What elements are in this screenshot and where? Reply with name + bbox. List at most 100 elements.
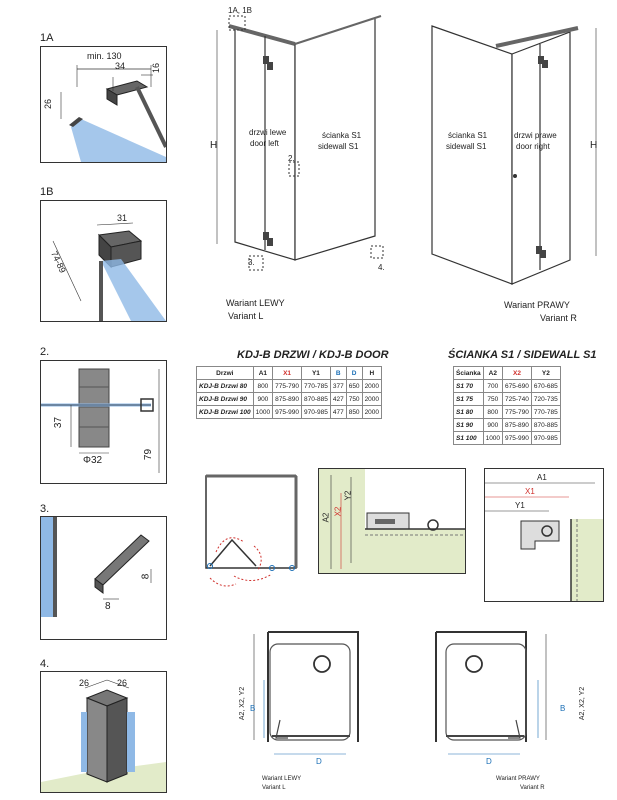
plan-right bbox=[435, 631, 547, 755]
detail-3-box: 8 8 bbox=[40, 516, 167, 640]
table-cell: S1 90 bbox=[453, 418, 484, 432]
door_table-header-cell: B bbox=[329, 366, 347, 380]
dim-31: 31 bbox=[117, 213, 128, 223]
plan-right-b-label: B bbox=[560, 704, 566, 713]
table-cell: 1000 bbox=[482, 431, 504, 445]
detail-1b-box: 31 74-89 bbox=[40, 200, 167, 322]
detail-1a-box: min. 130 34 16 26 bbox=[40, 46, 167, 163]
dim-x2: X2 bbox=[333, 506, 343, 517]
dim-x1: X1 bbox=[525, 487, 535, 496]
door-table-title: KDJ-B DRZWI / KDJ-B DOOR bbox=[237, 349, 389, 361]
table-cell: 970-985 bbox=[300, 405, 331, 419]
callout-2: 2. bbox=[288, 154, 295, 163]
dim-a1: A1 bbox=[537, 473, 547, 482]
table-cell: S1 75 bbox=[453, 392, 484, 406]
plan-left bbox=[253, 631, 359, 755]
table-cell: KDJ-B Drzwi 80 bbox=[196, 379, 254, 393]
table-cell: 900 bbox=[482, 418, 504, 432]
table-cell: 775-790 bbox=[502, 405, 532, 419]
table-cell: 970-985 bbox=[530, 431, 561, 445]
plan-right-variant-en: Variant R bbox=[520, 785, 545, 791]
right-variant-pl: Wariant PRAWY bbox=[504, 300, 570, 310]
dim-min-130: min. 130 bbox=[87, 51, 122, 61]
dim-phi-32: Φ32 bbox=[83, 455, 103, 466]
left-height-label: H bbox=[210, 140, 218, 151]
detail-1a-drawing bbox=[60, 65, 166, 162]
dim-8-height: 8 bbox=[140, 573, 152, 580]
table-cell: 750 bbox=[482, 392, 504, 406]
swing-plan bbox=[205, 474, 298, 587]
plan-left-a-label: A2, X2, Y2 bbox=[239, 686, 247, 721]
door_table-header-cell: D bbox=[345, 366, 363, 380]
detail-section-left: A2 X2 Y2 bbox=[318, 468, 466, 574]
door_table-header-cell: Y1 bbox=[300, 366, 331, 380]
dim-26-right: 26 bbox=[117, 678, 128, 688]
dim-16: 16 bbox=[151, 62, 162, 74]
table-cell: 800 bbox=[252, 379, 274, 393]
table-cell: S1 70 bbox=[453, 379, 484, 393]
table-cell: 2000 bbox=[361, 392, 383, 406]
dim-a2: A2 bbox=[321, 512, 331, 523]
table-cell: 875-890 bbox=[502, 418, 532, 432]
table-cell: 2000 bbox=[361, 405, 383, 419]
right-sidewall-label-pl: ścianka S1 bbox=[448, 131, 488, 140]
table-cell: 720-735 bbox=[530, 392, 561, 406]
table-cell: 870-885 bbox=[300, 392, 331, 406]
plan-right-a-label: A2, X2, Y2 bbox=[579, 686, 587, 721]
table-cell: 875-890 bbox=[272, 392, 302, 406]
plan-right-variant-pl: Wariant PRAWY bbox=[496, 776, 540, 782]
table-cell: 775-790 bbox=[272, 379, 302, 393]
detail-2-box: 37 79 Φ32 bbox=[40, 360, 167, 484]
table-cell: KDJ-B Drzwi 100 bbox=[196, 405, 254, 419]
table-cell: 650 bbox=[345, 379, 363, 393]
table-cell: 725-740 bbox=[502, 392, 532, 406]
table-cell: 750 bbox=[345, 392, 363, 406]
callout-3: 3. bbox=[248, 258, 255, 267]
wall_table-header-cell: Ścianka bbox=[453, 366, 484, 380]
detail-2-drawing bbox=[41, 368, 160, 473]
wall_table-header-cell: A2 bbox=[482, 366, 504, 380]
left-door-label-pl: drzwi lewe bbox=[249, 128, 287, 137]
detail-4-box: 26 26 bbox=[40, 671, 167, 793]
plan-left-variant-en: Variant L bbox=[262, 785, 286, 791]
door_table-header-cell: H bbox=[361, 366, 383, 380]
plan-left-variant-pl: Wariant LEWY bbox=[262, 776, 302, 782]
detail-1a-label: 1A bbox=[40, 32, 54, 44]
table-cell: 975-990 bbox=[272, 405, 302, 419]
left-variant-en: Variant L bbox=[228, 311, 264, 321]
right-door-label-pl: drzwi prawe bbox=[514, 131, 557, 140]
left-sidewall-label-pl: ścianka S1 bbox=[322, 131, 362, 140]
dim-y1: Y1 bbox=[515, 501, 525, 510]
dim-37: 37 bbox=[53, 416, 65, 429]
dim-34: 34 bbox=[115, 61, 126, 71]
detail-4-label: 4. bbox=[40, 658, 50, 670]
wall_table-header-cell: X2 bbox=[502, 366, 532, 380]
wall_table-header-cell: Y2 bbox=[530, 366, 561, 380]
detail-section-right-drawing bbox=[485, 482, 603, 601]
right-variant-en: Variant R bbox=[540, 313, 577, 323]
table-cell: 800 bbox=[482, 405, 504, 419]
right-height-label: H bbox=[590, 140, 598, 151]
detail-2-label: 2. bbox=[40, 346, 50, 358]
dim-26-left: 26 bbox=[79, 678, 90, 688]
plan-left-b-label: B bbox=[250, 704, 256, 713]
detail-1b-drawing bbox=[52, 222, 166, 321]
table-cell: 900 bbox=[252, 392, 274, 406]
right-sidewall-label-en: sidewall S1 bbox=[446, 142, 487, 151]
table-cell: 477 bbox=[329, 405, 347, 419]
callout-1a-1b: 1A, 1B bbox=[228, 6, 253, 15]
table-cell: 700 bbox=[482, 379, 504, 393]
detail-3-drawing bbox=[41, 517, 152, 617]
left-enclosure-view bbox=[216, 15, 384, 271]
dim-26: 26 bbox=[43, 98, 54, 110]
left-variant-pl: Wariant LEWY bbox=[226, 298, 285, 308]
detail-4-drawing bbox=[41, 679, 166, 792]
dim-79: 79 bbox=[143, 448, 155, 461]
